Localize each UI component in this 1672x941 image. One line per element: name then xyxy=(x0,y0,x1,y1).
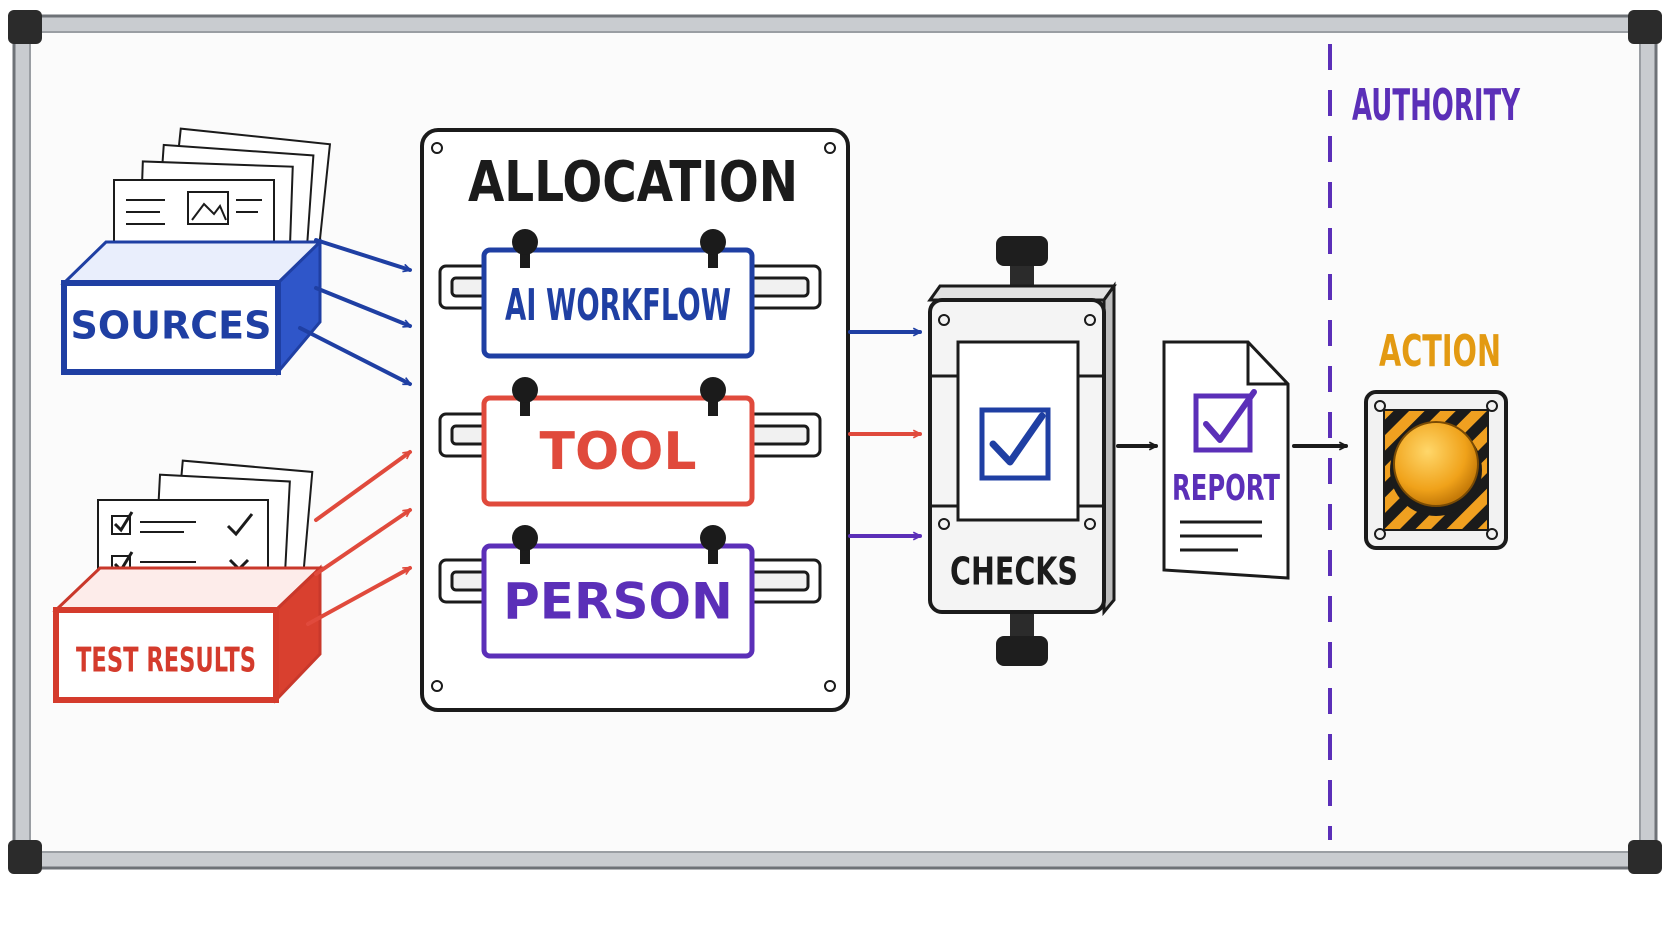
allocation-board: ALLOCATION AI WORKFLOW TOOL PERSON xyxy=(420,128,850,712)
authority-label: AUTHORITY xyxy=(1352,80,1521,131)
arrow-icon xyxy=(298,326,410,386)
arrow-icon xyxy=(314,508,410,576)
sources-label: SOURCES xyxy=(70,304,271,348)
test-results-bin: TEST RESULTS xyxy=(52,459,324,704)
ai-workflow-label: AI WORKFLOW xyxy=(505,280,731,331)
allocation-output-arrows xyxy=(848,332,922,536)
arrow-icon xyxy=(314,450,410,522)
allocation-option-person: PERSON xyxy=(481,543,755,659)
allocation-option-tool: TOOL xyxy=(481,395,755,507)
allocation-title: ALLOCATION xyxy=(468,150,798,215)
input-arrows xyxy=(298,238,410,626)
checks-clamp: CHECKS xyxy=(927,236,1117,666)
report-document-icon xyxy=(1162,340,1290,580)
push-button-icon xyxy=(1364,390,1508,550)
tool-label: TOOL xyxy=(539,422,696,482)
action-control: ACTION xyxy=(1364,326,1508,550)
sources-bin: SOURCES xyxy=(60,127,332,377)
arrow-icon xyxy=(306,566,410,626)
report-label: REPORT xyxy=(1172,468,1280,509)
action-label: ACTION xyxy=(1379,326,1501,377)
checkbox-icon xyxy=(979,407,1051,481)
test-results-label: TEST RESULTS xyxy=(76,641,256,681)
report-document: REPORT xyxy=(1162,340,1290,580)
checks-label: CHECKS xyxy=(950,550,1078,594)
allocation-option-ai-workflow: AI WORKFLOW xyxy=(481,247,755,359)
arrow-icon xyxy=(314,238,410,270)
arrow-icon xyxy=(314,286,410,328)
person-label: PERSON xyxy=(503,573,733,631)
knob-icons xyxy=(512,229,726,564)
